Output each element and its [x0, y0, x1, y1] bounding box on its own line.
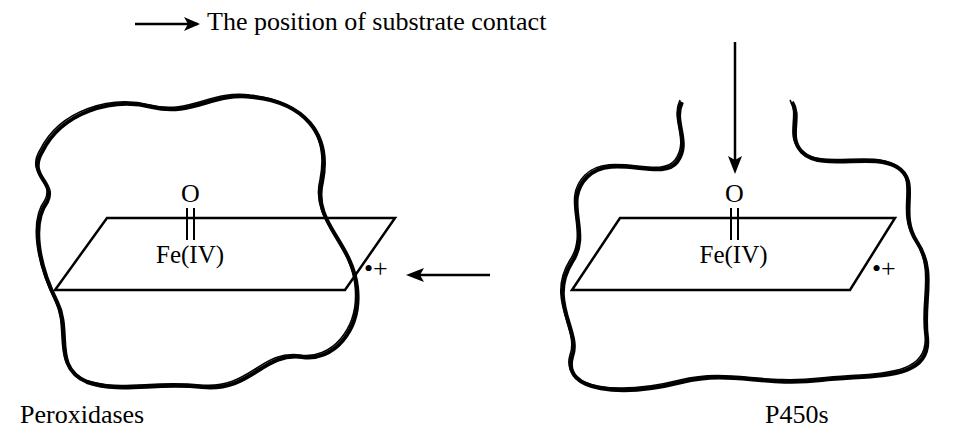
outline-stroke — [561, 100, 926, 388]
enzyme-pocket: Peroxidases Fe(IV) — [15, 90, 370, 435]
heme-plane: Fe(IV) — [572, 218, 895, 290]
plane-outline — [572, 218, 895, 290]
radical-cation: •+ — [872, 256, 896, 282]
oxo-atom: O — [181, 181, 200, 207]
double-bond — [731, 208, 738, 240]
enzyme-name: P450s — [765, 402, 829, 428]
plane-outline — [55, 218, 395, 290]
iron-label: Fe(IV) — [156, 242, 224, 267]
heme-plane: Fe(IV) — [55, 218, 395, 290]
legend-arrow — [135, 17, 200, 31]
iron-label: Fe(IV) — [699, 242, 767, 267]
substrate-arrow — [728, 42, 742, 174]
legend-text: The position of substrate contact — [207, 9, 546, 35]
oxo-atom: O — [725, 181, 744, 207]
substrate-arrow — [406, 268, 490, 282]
outline-shadow — [563, 102, 928, 390]
outline-shadow — [38, 96, 358, 387]
outline-stroke — [36, 94, 356, 385]
double-bond — [187, 208, 194, 240]
radical-cation: •+ — [364, 256, 388, 282]
porphyrin-plane — [55, 218, 395, 290]
enzyme-name: Peroxidases — [20, 402, 144, 428]
